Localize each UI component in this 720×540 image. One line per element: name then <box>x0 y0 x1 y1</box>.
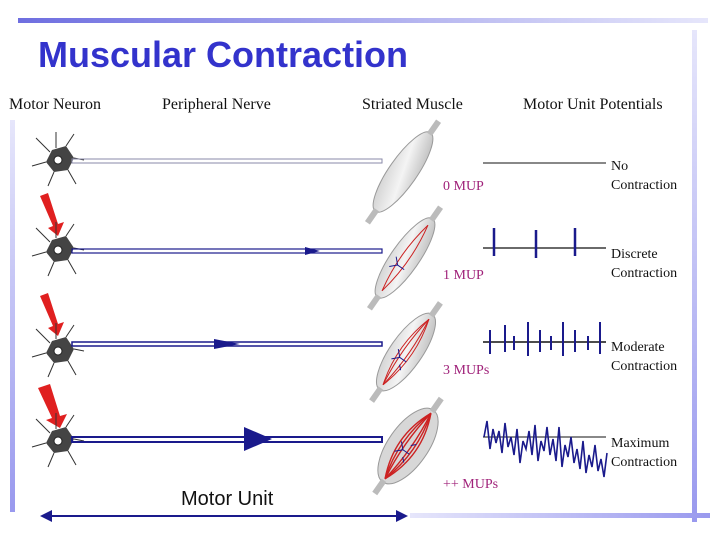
state-line: Contraction <box>611 455 678 470</box>
contraction-state-label: Maximum Contraction <box>611 434 677 472</box>
state-line: Contraction <box>611 178 678 193</box>
mup-count-label: ++ MUPs <box>443 477 499 492</box>
slide-title: Muscular Contraction <box>38 34 409 75</box>
muscle-moderate-icon <box>369 301 443 403</box>
row-discrete-contraction <box>31 193 606 311</box>
stimulus-arrow-icon <box>40 193 64 236</box>
muscle-discrete-icon <box>366 205 444 311</box>
stimulus-arrow-icon <box>38 384 67 428</box>
peripheral-nerve <box>71 158 383 164</box>
motor-neuron-icon <box>31 413 85 468</box>
muscle-relaxed-icon <box>364 119 442 225</box>
contraction-state-label: No Contraction <box>611 157 677 195</box>
peripheral-nerve <box>71 436 383 443</box>
contraction-state-label: Moderate Contraction <box>611 338 677 376</box>
mup-trace-interference <box>483 420 608 478</box>
mup-count-label: 1 MUP <box>443 268 484 283</box>
mup-count-label: 0 MUP <box>443 179 484 194</box>
contraction-state-label: Discrete Contraction <box>611 245 677 283</box>
row-moderate-contraction <box>31 293 606 403</box>
top-accent-bar <box>18 18 708 23</box>
nerve-impulse-arrow <box>305 247 320 255</box>
state-line: Moderate <box>611 340 665 355</box>
mup-spikes <box>492 228 577 258</box>
state-line: Contraction <box>611 266 678 281</box>
peripheral-nerve <box>71 248 383 254</box>
column-header-motor-neuron: Motor Neuron <box>9 96 101 113</box>
row-no-contraction <box>31 119 606 225</box>
column-header-motor-unit-potentials: Motor Unit Potentials <box>523 96 663 113</box>
bottom-accent-bar <box>410 513 710 518</box>
stimulus-arrow-icon <box>40 293 64 336</box>
nerve-impulse-arrow <box>214 339 240 349</box>
motor-neuron-icon <box>31 323 85 378</box>
row-maximum-contraction <box>31 384 608 496</box>
state-line: No <box>611 159 629 174</box>
state-line: Discrete <box>611 247 658 262</box>
column-header-peripheral-nerve: Peripheral Nerve <box>162 96 271 113</box>
mup-count-label: 3 MUPs <box>443 363 490 378</box>
motor-neuron-icon <box>31 132 85 187</box>
left-accent-bar <box>10 120 15 512</box>
muscle-maximum-icon <box>372 396 444 496</box>
motor-unit-label: Motor Unit <box>181 488 274 510</box>
mup-spikes <box>489 322 601 356</box>
state-line: Contraction <box>611 359 678 374</box>
column-header-striated-muscle: Striated Muscle <box>362 96 463 113</box>
right-accent-bar <box>692 30 697 522</box>
motor-unit-bracket <box>40 510 408 522</box>
state-line: Maximum <box>611 436 670 451</box>
nerve-impulse-arrow <box>244 427 272 451</box>
